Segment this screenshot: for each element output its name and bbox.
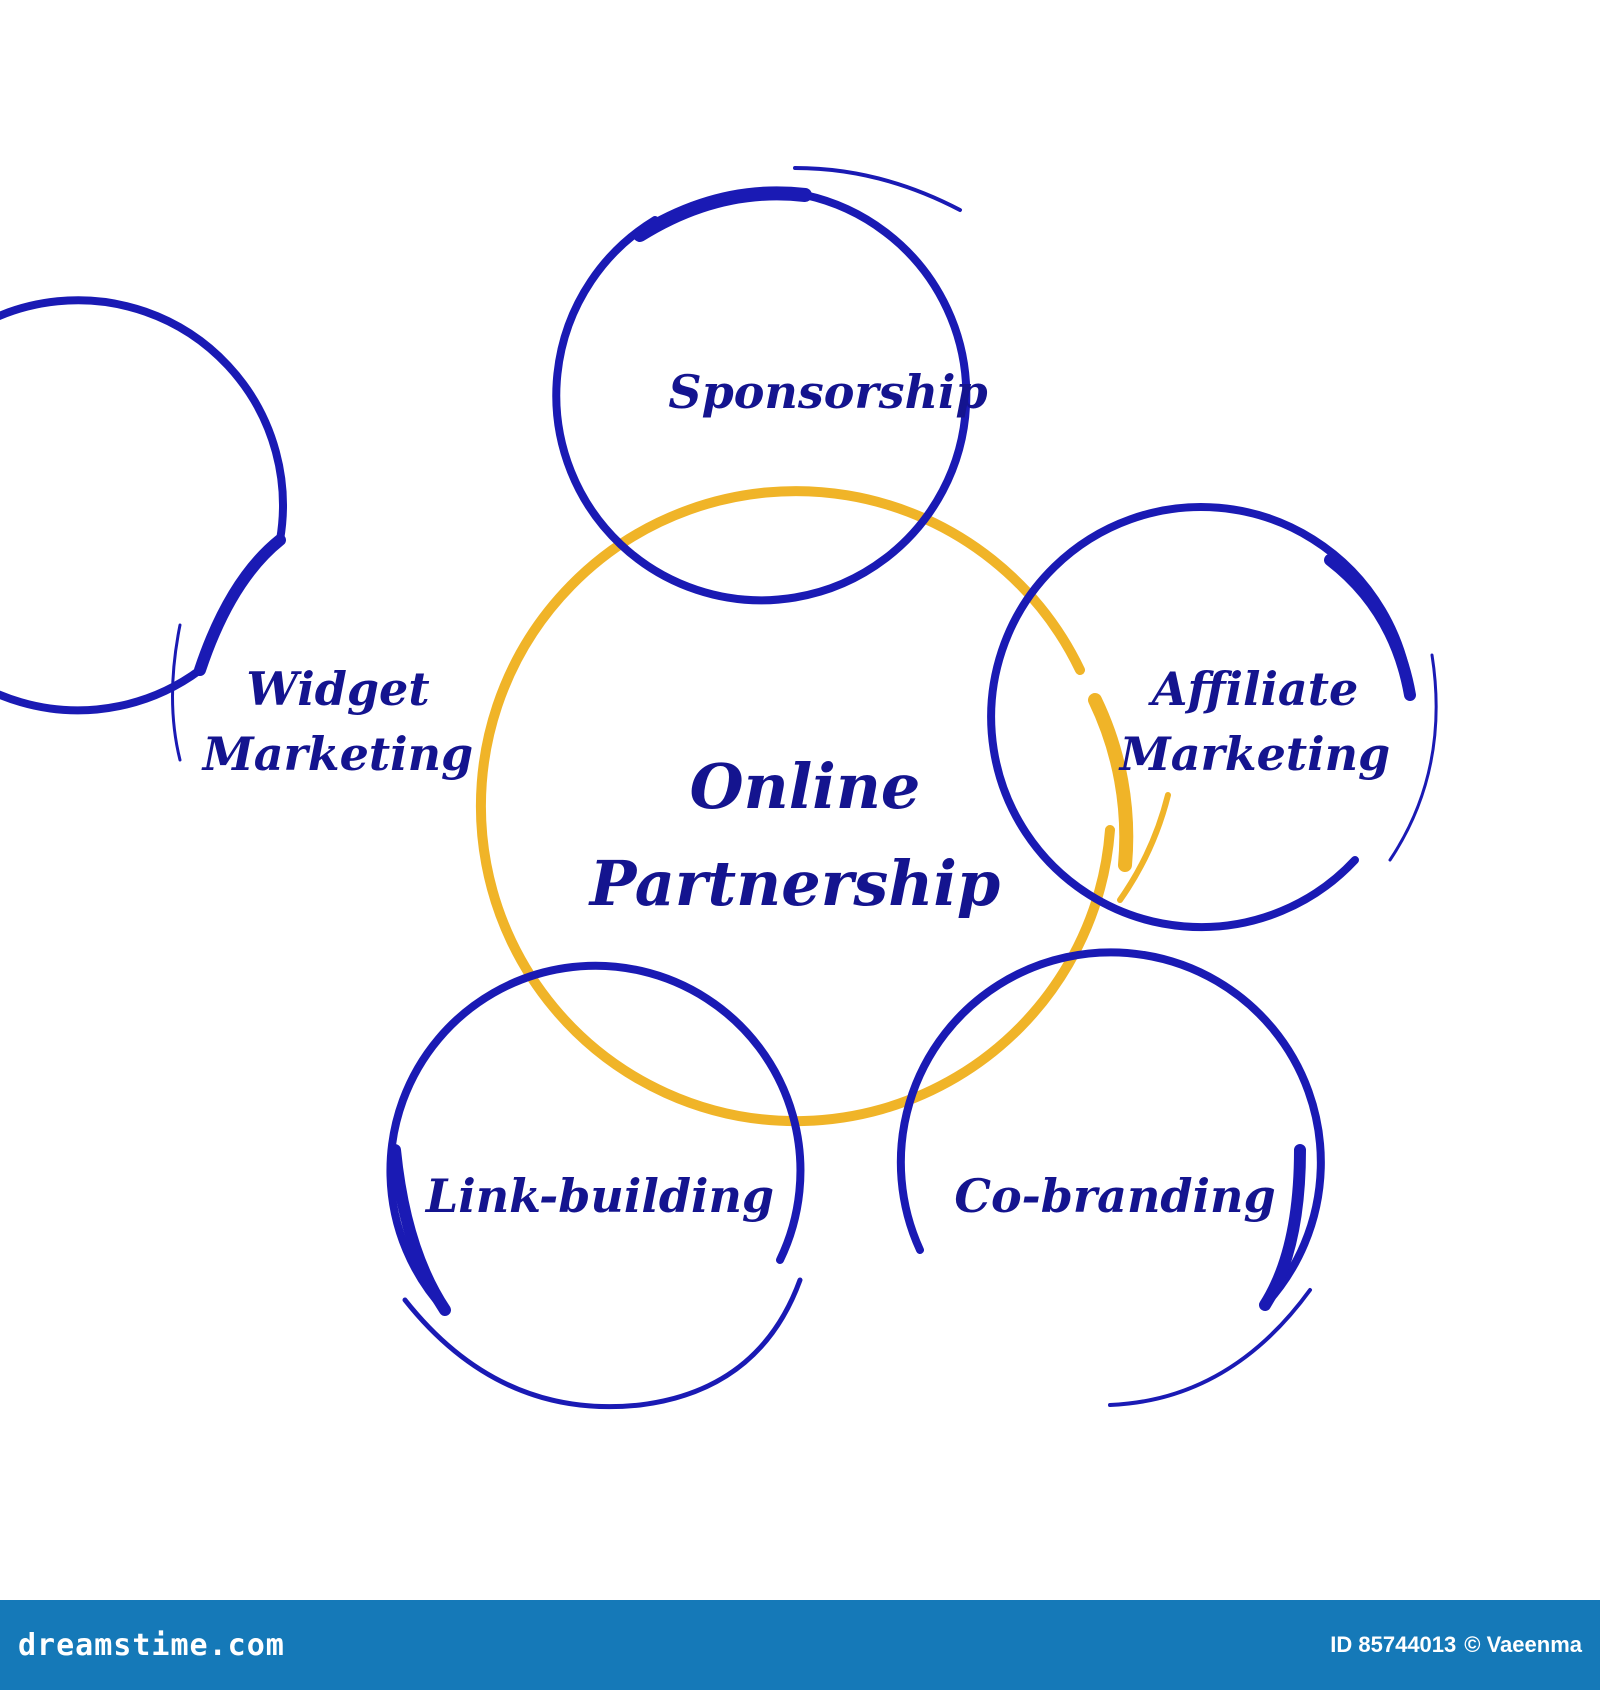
sponsorship-label: Sponsorship [668,365,987,419]
link-building-label: Link-building [424,1169,774,1223]
footer-brand: dreamstime.com [18,1627,285,1663]
sponsorship-circle [552,166,971,605]
footer-image-id: ID 85744013 [1330,1632,1457,1657]
widget-marketing-label-line1: Widget [246,662,429,716]
widget-marketing-circle [0,296,287,762]
affiliate-marketing-circle [987,503,1438,932]
center-label-line2: Partnership [588,847,1001,920]
center-circle [475,486,1171,1127]
footer-credit: ID 85744013 © Vaeenma [1330,1632,1582,1658]
affiliate-marketing-label-line2: Marketing [1118,727,1390,781]
watermark-footer: dreamstime.com ID 85744013 © Vaeenma [0,1600,1600,1690]
center-label-line1: Online [690,750,921,823]
footer-author: © Vaeenma [1464,1632,1582,1657]
affiliate-marketing-label-line1: Affiliate [1148,662,1358,716]
widget-marketing-label-line2: Marketing [201,727,473,781]
co-branding-circle [896,948,1325,1407]
co-branding-label: Co-branding [954,1169,1275,1223]
online-partnership-diagram: Online Partnership Sponsorship Widget Ma… [0,166,1438,1410]
link-building-circle [386,961,805,1410]
